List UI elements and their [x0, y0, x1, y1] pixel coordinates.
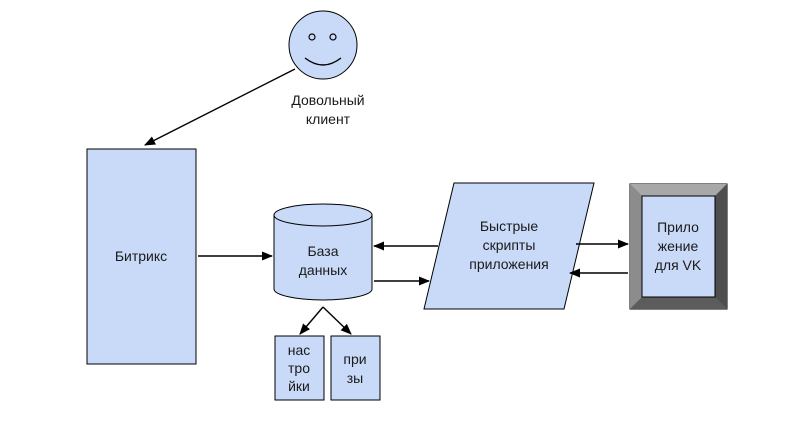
- arrow-database-to-prizes: [322, 306, 352, 335]
- scripts-parallelogram: [423, 182, 595, 310]
- vk-app-face: [641, 195, 716, 298]
- prizes-box: [330, 335, 381, 401]
- database-label-line-2: данных: [299, 262, 347, 278]
- vk-app-label-line-3: для VK: [655, 257, 702, 273]
- smiley-left-eye: [308, 33, 316, 41]
- prizes-label-line-1: при: [343, 351, 366, 367]
- database-node: База данных: [273, 203, 373, 301]
- bitrix-node: Битрикс: [86, 148, 197, 365]
- vk-app-label-line-2: жение: [658, 238, 699, 254]
- database-cylinder-top: [273, 203, 373, 227]
- smiley-right-eye: [329, 33, 337, 41]
- smiley-face-icon: [288, 10, 358, 80]
- bitrix-label: Битрикс: [115, 248, 167, 264]
- scripts-label-line-3: приложения: [469, 256, 548, 272]
- smiley-mouth: [304, 57, 342, 66]
- database-label-line-1: База: [307, 243, 338, 259]
- bitrix-box: [86, 148, 197, 365]
- edges: [144, 68, 630, 335]
- vk-app-bevel-bottom: [630, 297, 727, 309]
- client-node: Довольный клиент: [288, 10, 365, 127]
- scripts-node: Быстрые скрипты приложения: [423, 182, 595, 310]
- vk-app-bevel-top: [630, 184, 727, 196]
- client-label-line-1: Довольный: [291, 92, 364, 108]
- vk-app-bevel-left: [630, 184, 642, 309]
- settings-node: нас тро йки: [274, 335, 325, 401]
- database-cylinder-body: [273, 215, 373, 301]
- vk-app-node: Прило жение для VK: [629, 183, 728, 310]
- scripts-label-line-1: Быстрые: [480, 218, 539, 234]
- settings-label-line-3: йки: [288, 378, 310, 394]
- prizes-node: при зы: [330, 335, 381, 401]
- scripts-label-line-2: скрипты: [483, 237, 536, 253]
- vk-app-label-line-1: Прило: [657, 219, 699, 235]
- settings-box: [274, 335, 325, 401]
- client-label-line-2: клиент: [306, 111, 351, 127]
- settings-label-line-2: тро: [288, 360, 310, 376]
- arrow-client-to-bitrix: [144, 68, 296, 146]
- settings-label-line-1: нас: [288, 342, 311, 358]
- vk-app-bevel-right: [715, 184, 727, 309]
- arrow-database-to-settings: [299, 306, 324, 335]
- prizes-label-line-2: зы: [347, 370, 363, 386]
